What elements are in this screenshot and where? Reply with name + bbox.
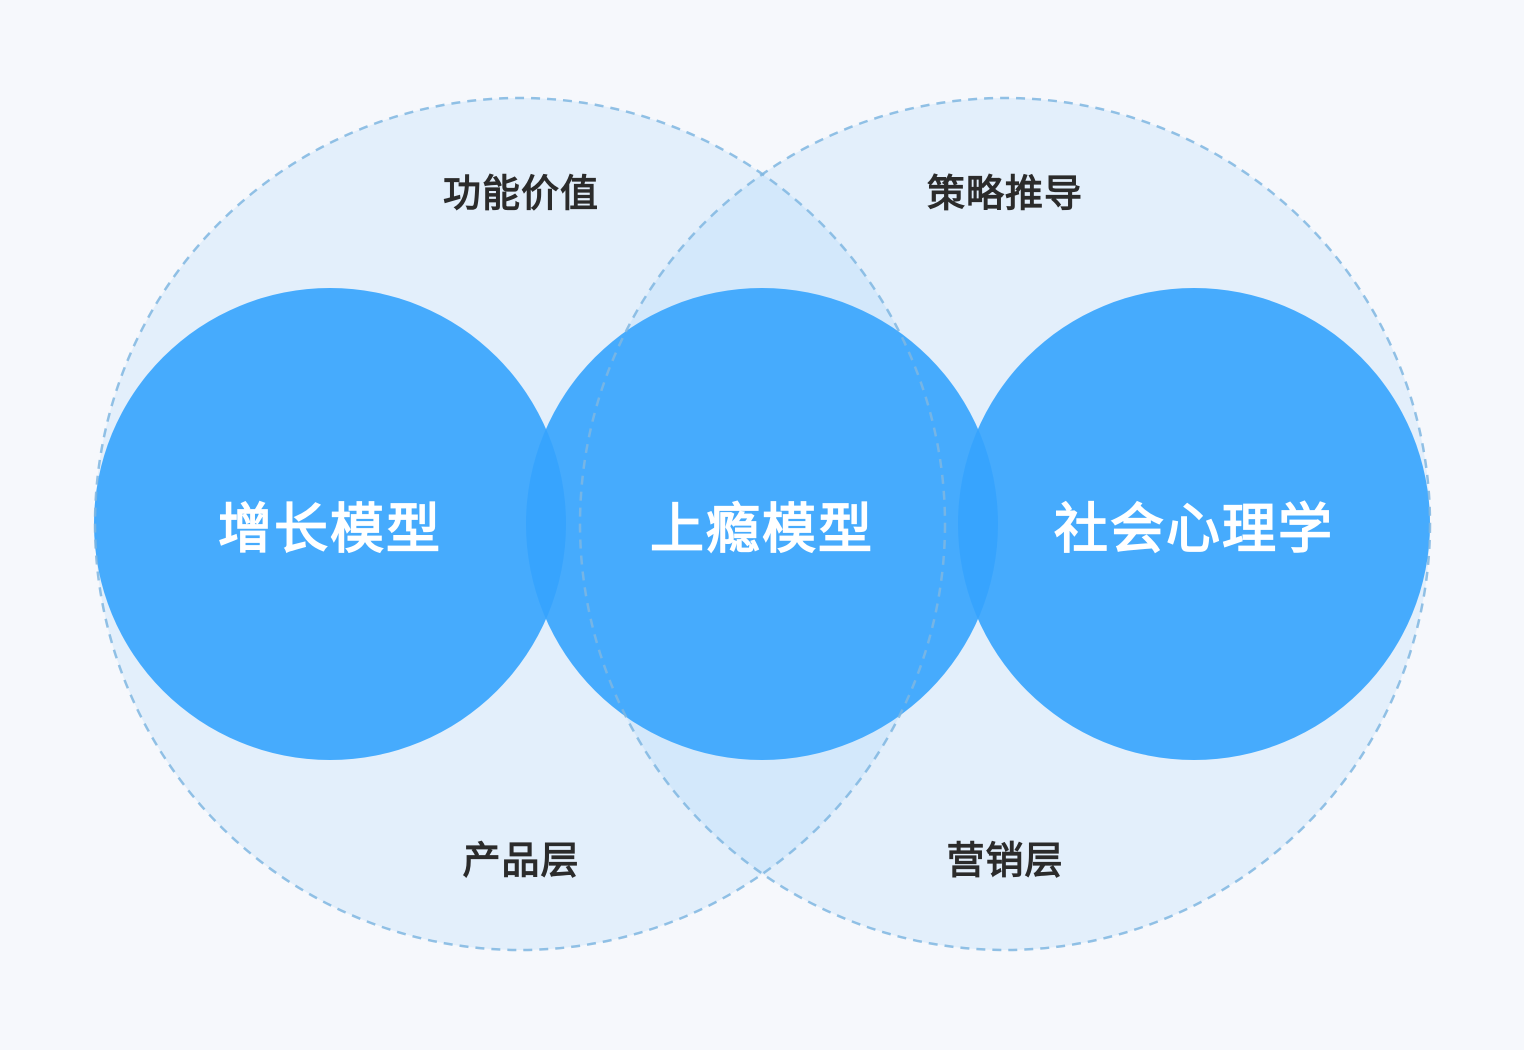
inner-circle-right <box>958 288 1430 760</box>
label-social-psychology: 社会心理学 <box>1054 497 1334 561</box>
inner-circle-center <box>526 288 998 760</box>
inner-circle-left <box>94 288 566 760</box>
label-growth-model: 增长模型 <box>218 497 442 561</box>
label-marketing-layer: 营销层 <box>946 838 1064 883</box>
outer-circle-left-outline <box>93 96 947 952</box>
outer-circle-right-outline <box>578 96 1432 952</box>
label-hook-model: 上瘾模型 <box>650 497 874 561</box>
label-strategy-derivation: 策略推导 <box>926 171 1084 216</box>
label-product-layer: 产品层 <box>462 838 580 883</box>
label-functional-value: 功能价值 <box>442 171 600 216</box>
